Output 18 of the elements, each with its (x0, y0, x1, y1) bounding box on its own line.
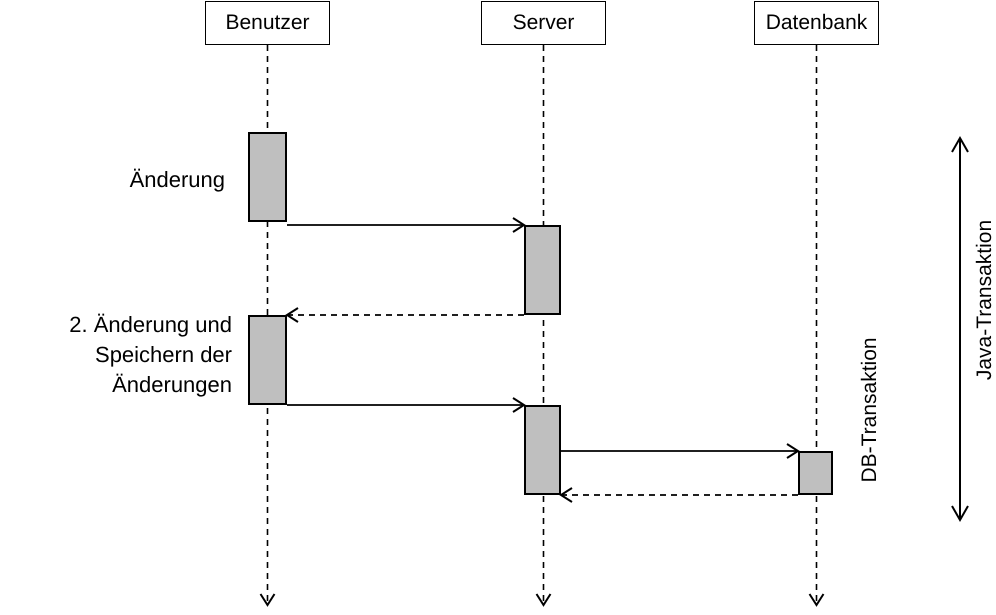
participant-box: Datenbank (754, 1, 879, 45)
message-label: 2. Änderung und Speichern der Änderungen (68, 311, 232, 399)
message-arrow (286, 307, 524, 323)
transaction-label: DB-Transaktion (858, 337, 882, 483)
message-arrow (560, 487, 798, 503)
participant-box: Benutzer (205, 1, 330, 45)
message-label: Änderung (128, 166, 225, 194)
participant-box: Server (481, 1, 606, 45)
activation-bar (248, 132, 287, 222)
message-arrow (561, 443, 799, 459)
activation-bar (798, 451, 833, 495)
lifeline (808, 45, 824, 606)
message-arrow (287, 397, 525, 413)
activation-bar (248, 315, 287, 405)
activation-bar (524, 405, 561, 495)
message-arrow (287, 217, 525, 233)
activation-bar (524, 225, 561, 315)
transaction-label: Java-Transaktion (973, 220, 996, 380)
